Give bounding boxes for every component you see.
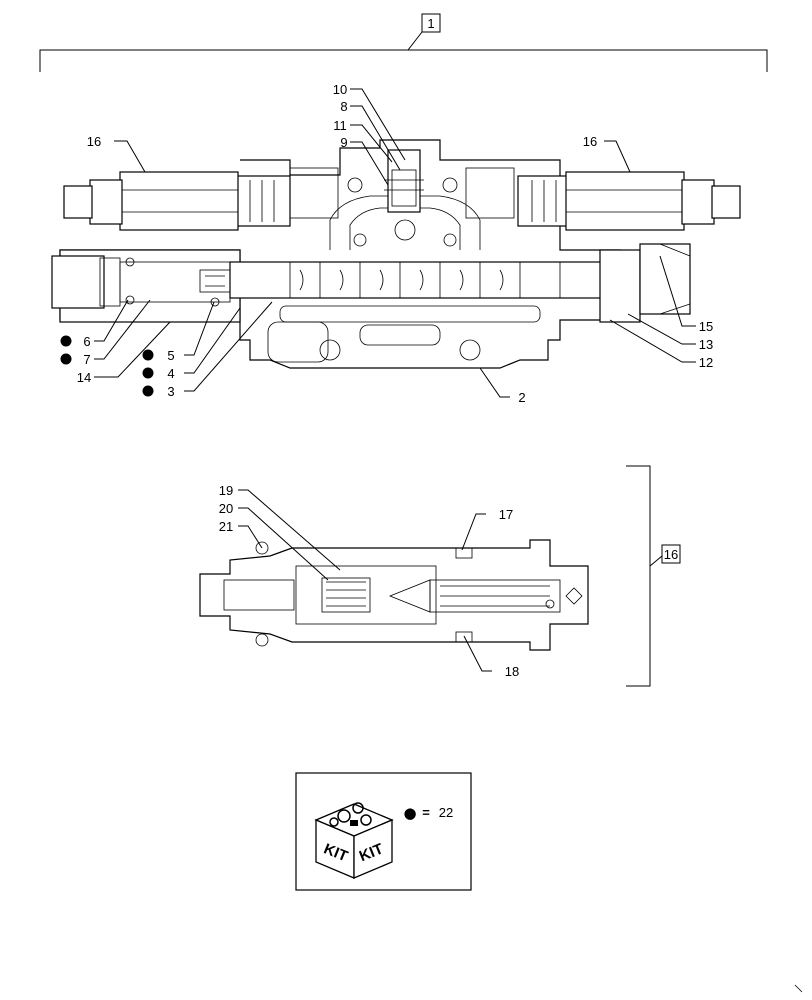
control-valve-body (51, 139, 691, 369)
callout-14: 14 (77, 370, 91, 385)
callout-9: 9 (340, 135, 347, 150)
callout-19: 19 (219, 483, 233, 498)
callout-4: 4 (167, 366, 174, 381)
callout-11: 11 (333, 118, 347, 133)
callout-2: 2 (518, 390, 525, 405)
callout-12: 12 (699, 355, 713, 370)
callout-7: 7 (83, 352, 90, 367)
assembly-bracket: 1 (39, 13, 768, 72)
callout-16-box: 16 (664, 547, 678, 562)
right-relief-valve-16 (517, 171, 741, 231)
callout-16-right: 16 (583, 134, 597, 149)
callout-10: 10 (333, 82, 347, 97)
callout-3: 3 (167, 384, 174, 399)
callout-8: 8 (340, 99, 347, 114)
kit-legend-box: KIT KIT ● = 22 (295, 772, 472, 891)
relief-valve-detail (199, 539, 589, 651)
callout-15: 15 (699, 319, 713, 334)
leader-lines-main (94, 88, 696, 398)
callout-17: 17 (499, 507, 513, 522)
callout-6: 6 (83, 334, 90, 349)
leader-lines-detail (238, 489, 492, 672)
left-relief-valve-16 (63, 171, 291, 231)
kit-bullets (60, 335, 154, 397)
legend-kit-number: 22 (439, 805, 453, 820)
callout-5: 5 (167, 348, 174, 363)
callout-18: 18 (505, 664, 519, 679)
callout-16-left: 16 (87, 134, 101, 149)
callout-13: 13 (699, 337, 713, 352)
detail-bracket: 16 (626, 465, 681, 687)
kit-box-icon: KIT KIT (314, 802, 394, 879)
legend-equals: = (422, 805, 430, 820)
callout-21: 21 (219, 519, 233, 534)
kit-bullet-icon: ● (403, 804, 416, 822)
callout-20: 20 (219, 501, 233, 516)
callout-1: 1 (427, 16, 434, 31)
corner-mark (794, 984, 803, 993)
